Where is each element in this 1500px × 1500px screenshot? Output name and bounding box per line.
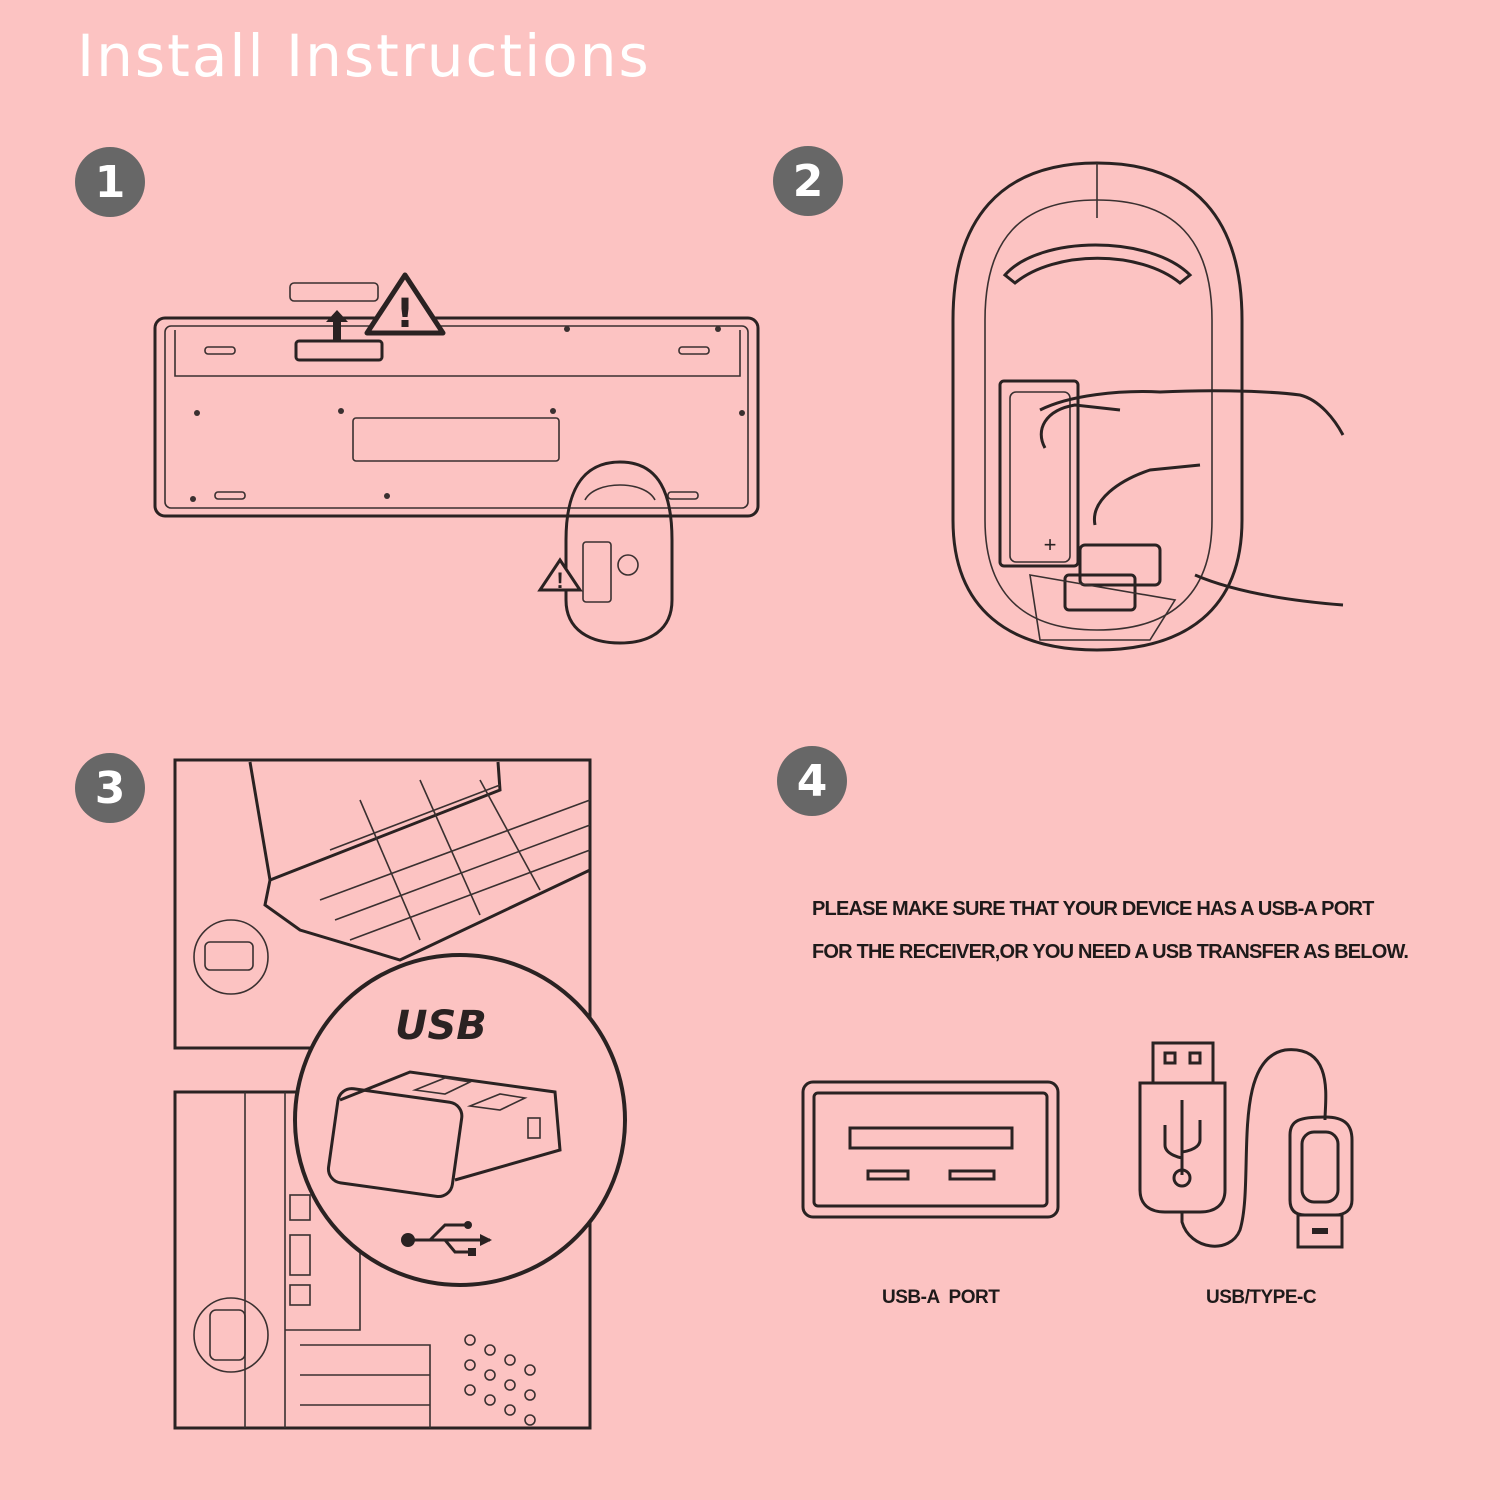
usb-symbol-icon bbox=[401, 1221, 492, 1256]
usb-type-c-label: USB/TYPE-C bbox=[1206, 1287, 1317, 1308]
usb-requirement-note: PLEASE MAKE SURE THAT YOUR DEVICE HAS A … bbox=[812, 898, 1409, 963]
usb-type-c-cable-illustration bbox=[1138, 1041, 1354, 1249]
usb-a-port-illustration bbox=[801, 1080, 1060, 1219]
mouse-battery-illustration: + bbox=[951, 161, 1345, 652]
step-badge-2: 2 bbox=[773, 146, 843, 216]
svg-text:!: ! bbox=[556, 568, 563, 593]
usb-label: USB bbox=[395, 1003, 487, 1049]
step-badge-1: 1 bbox=[75, 147, 145, 217]
svg-text:!: ! bbox=[396, 291, 414, 337]
step-badge-4: 4 bbox=[777, 746, 847, 816]
usb-a-port-label: USB-A PORT bbox=[882, 1287, 1000, 1308]
svg-text:+: + bbox=[1044, 532, 1057, 557]
step-badge-3: 3 bbox=[75, 753, 145, 823]
usb-receiver-callout bbox=[293, 953, 627, 1287]
page-title: Install Instructions bbox=[77, 22, 651, 90]
keyboard-illustration: ! ! bbox=[153, 272, 760, 645]
